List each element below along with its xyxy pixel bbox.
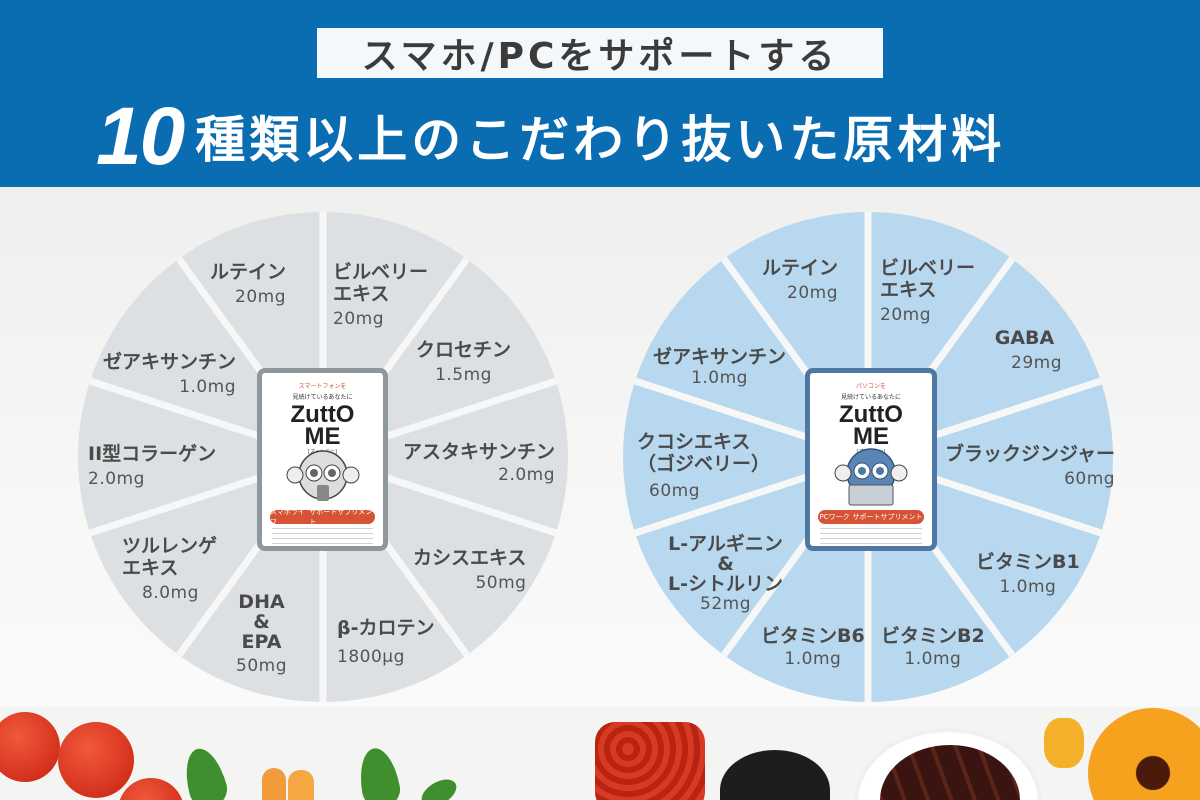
product-band: PCワーク サポートサプリメント (818, 510, 924, 524)
flower-bud-icon (1044, 718, 1084, 768)
headline: 10 種類以上のこだわり抜いた原材料 (96, 88, 1005, 178)
carrot-icon (288, 770, 314, 800)
monkey-with-laptop-icon (834, 448, 908, 506)
marigold-flower-icon (1088, 708, 1200, 800)
subtitle: スマホ/PCをサポートする (361, 36, 839, 77)
carrot-icon (262, 768, 286, 800)
headline-text: 種類以上のこだわり抜いた原材料 (195, 111, 1006, 169)
leaf-icon (355, 745, 403, 800)
goji-berries-icon (595, 722, 705, 800)
black-powder-icon (720, 750, 830, 800)
ingredients-photo-strip (0, 700, 1200, 800)
tomato-icon (58, 722, 134, 798)
tomato-icon (0, 712, 60, 782)
leaf-icon (178, 744, 232, 800)
monkey-mascot-icon (286, 450, 360, 501)
subtitle-box: スマホ/PCをサポートする (317, 28, 883, 78)
product-band: スマホライフ サポートサプリメント (270, 508, 375, 526)
header-banner: スマホ/PCをサポートする 10 種類以上のこだわり抜いた原材料 (0, 0, 1200, 187)
ingredient-goji-extract: クコシエキス （ゴジベリー）60mg (637, 431, 771, 501)
leaf-icon (417, 773, 461, 800)
headline-number: 10 (96, 91, 185, 182)
tomato-icon (118, 778, 184, 800)
